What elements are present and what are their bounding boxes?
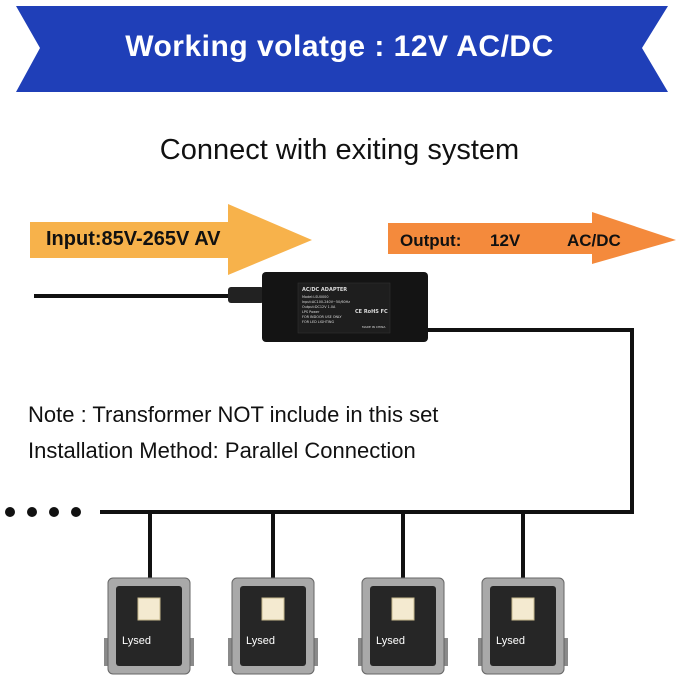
lamp-brand-1: Lysed [122, 635, 151, 647]
lamp-brand-2: Lysed [246, 635, 275, 647]
input-plug [228, 287, 264, 303]
flood-light-2: Lysed [228, 577, 318, 675]
output-arrow [388, 212, 676, 264]
adapter-title: AC/DC ADAPTER [302, 287, 347, 293]
notes: Note : Transformer NOT include in this s… [28, 397, 438, 469]
flood-light-3: Lysed [358, 577, 448, 675]
output-label: Output: [400, 231, 462, 250]
banner-ribbon [16, 6, 668, 92]
input-arrow [30, 204, 312, 275]
continuation-dots [5, 507, 81, 517]
adapter-line-6: FOR LED LIGHTING [302, 320, 334, 324]
input-label: Input:85V-265V AV [46, 228, 221, 250]
adapter-marks: CE RoHS FC [355, 309, 388, 315]
adapter-line-5: FOR INDOOR USE ONLY [302, 315, 342, 319]
adapter-made: MADE IN CHINA [362, 325, 386, 329]
lamp-brand-4: Lysed [496, 635, 525, 647]
adapter-box: AC/DC ADAPTER Model:LSU0000 Input:AC100-… [262, 272, 428, 342]
subtitle: Connect with exiting system [159, 134, 520, 166]
adapter-line-3: Output:DC12V 1.0A [302, 305, 336, 309]
note-transformer: Note : Transformer NOT include in this s… [28, 402, 439, 427]
output-cable [100, 328, 634, 514]
output-type: AC/DC [567, 231, 621, 250]
adapter-line-4: LPS Power [302, 310, 320, 314]
banner-title: Working volatge : 12V AC/DC [125, 30, 554, 63]
lamp-brand-3: Lysed [376, 635, 405, 647]
adapter-line-2: Input:AC100-240V~50/60Hz [302, 300, 350, 304]
output-voltage: 12V [490, 231, 521, 250]
note-installation: Installation Method: Parallel Connection [28, 438, 416, 463]
flood-light-4: Lysed [478, 577, 568, 675]
adapter-line-1: Model:LSU0000 [302, 295, 328, 299]
flood-light-1: Lysed [104, 577, 194, 675]
